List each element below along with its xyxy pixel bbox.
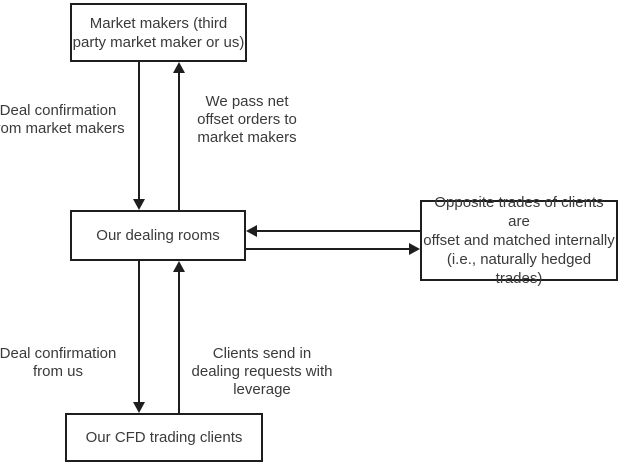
arrow-dealingrooms-to-offsetbox-line <box>246 248 409 250</box>
arrow-dealingrooms-to-clients-head-icon <box>133 402 145 413</box>
node-offset-matched-trades: Opposite trades of clients are offset an… <box>420 194 618 287</box>
edge-label-deal-confirmation-from-market-makers: Deal confirmation from market makers <box>0 102 125 137</box>
node-dealing-rooms: Our dealing rooms <box>70 210 246 261</box>
edge-label-pass-net-offset-orders: We pass net offset orders to market make… <box>197 93 297 146</box>
arrow-dealingrooms-to-clients-line <box>138 261 140 402</box>
edge-label-deal-confirmation-from-us: Deal confirmation from us <box>0 345 117 380</box>
arrow-marketmakers-to-dealingrooms-line <box>138 62 140 202</box>
arrow-dealingrooms-to-marketmakers-line <box>178 73 180 210</box>
node-market-makers: Market makers (third party market maker … <box>70 3 247 62</box>
node-cfd-trading-clients: Our CFD trading clients <box>65 413 263 462</box>
arrow-offsetbox-to-dealingrooms-head-icon <box>246 225 257 237</box>
arrow-clients-to-dealingrooms-head-icon <box>173 261 185 272</box>
arrow-clients-to-dealingrooms-line <box>178 272 180 413</box>
edge-label-clients-dealing-requests: Clients send in dealing requests with le… <box>191 345 333 398</box>
arrow-marketmakers-to-dealingrooms-head-icon <box>133 199 145 210</box>
arrow-dealingrooms-to-marketmakers-head-icon <box>173 62 185 73</box>
arrow-offsetbox-to-dealingrooms-line <box>257 230 420 232</box>
arrow-dealingrooms-to-offsetbox-head-icon <box>409 243 420 255</box>
